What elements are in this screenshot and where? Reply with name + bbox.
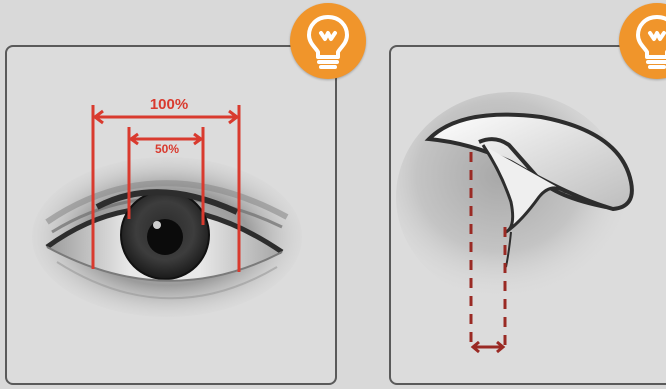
eye-profile-panel [389,45,666,385]
depth-measure [473,342,503,352]
eye-proportion-panel: 100% 50% [5,45,337,385]
lightbulb-icon [290,3,366,79]
full-width-label: 100% [150,96,188,113]
half-width-label: 50% [155,142,179,156]
lightbulb-icon [619,3,666,79]
eyelid-profile-illustration [391,47,666,385]
iris [121,191,209,279]
eye-illustration: 100% 50% [7,47,337,385]
pupil [147,219,183,255]
